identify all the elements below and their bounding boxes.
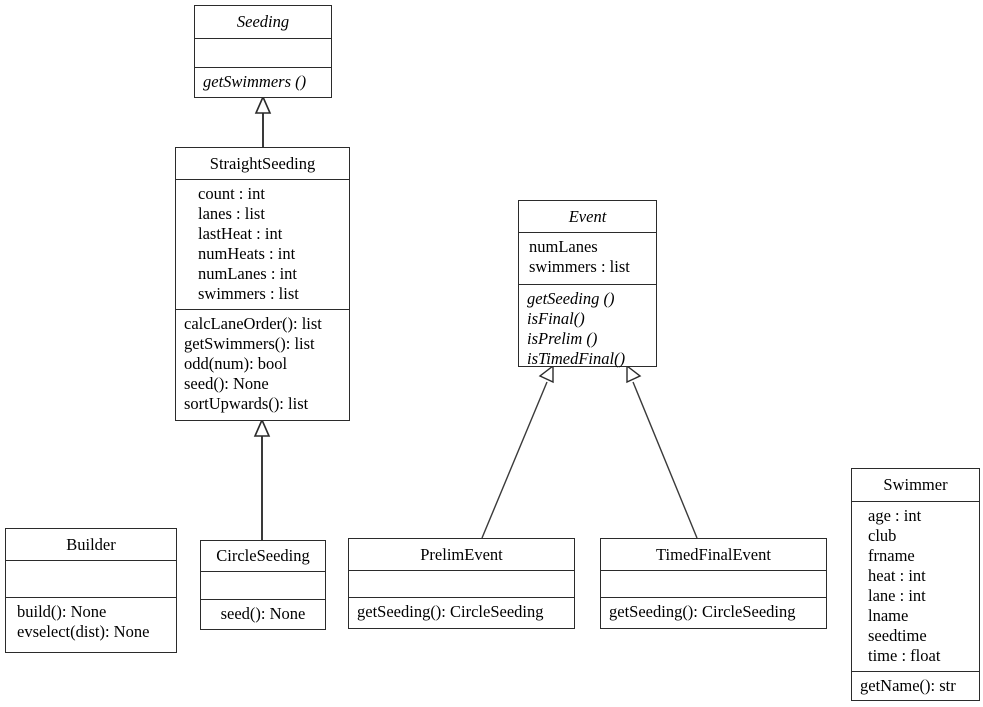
operation-row: getSeeding () — [527, 289, 615, 308]
attribute-row: swimmers : list — [198, 284, 299, 303]
operation-row: isPrelim () — [527, 329, 598, 348]
class-name-label: Event — [568, 206, 607, 226]
hollow-triangle-arrowhead-icon — [254, 95, 272, 114]
operation-row: isTimedFinal() — [527, 349, 626, 368]
class-box-swimmer[interactable]: Swimmer age : int club frname heat : int… — [851, 468, 980, 701]
attribute-row: numHeats : int — [198, 244, 296, 263]
generalization-prelimevent-to-event — [481, 364, 554, 539]
generalization-straightseeding-to-seeding — [254, 95, 272, 147]
class-box-straightseeding[interactable]: StraightSeeding count : int lanes : list… — [175, 147, 350, 421]
generalization-line — [632, 381, 698, 539]
attribute-row: club — [868, 526, 897, 545]
operations-compartment: seed(): None — [201, 599, 325, 629]
operation-row: calcLaneOrder(): list — [184, 314, 322, 333]
operations-compartment: calcLaneOrder(): list getSwimmers(): lis… — [176, 309, 349, 420]
attribute-row: lanes : list — [198, 204, 265, 223]
attributes-compartment — [201, 571, 325, 599]
class-name-compartment: PrelimEvent — [349, 539, 574, 570]
class-name-compartment: Builder — [6, 529, 176, 560]
attribute-row: numLanes : int — [198, 264, 297, 283]
class-name-label: Builder — [66, 534, 116, 554]
attributes-compartment — [349, 570, 574, 597]
attributes-compartment — [195, 38, 331, 67]
class-name-label: Seeding — [236, 12, 290, 31]
attribute-row: age : int — [868, 506, 922, 525]
hollow-triangle-arrowhead-icon — [538, 364, 554, 384]
hollow-triangle-arrowhead-icon — [253, 418, 271, 437]
attribute-row: heat : int — [868, 566, 926, 585]
operation-row: evselect(dist): None — [17, 622, 150, 641]
operations-compartment: getSeeding(): CircleSeeding — [601, 597, 826, 628]
operations-compartment: getName(): str — [852, 671, 979, 702]
operations-compartment: getSeeding(): CircleSeeding — [349, 597, 574, 628]
generalization-line — [481, 381, 548, 539]
class-box-prelimevent[interactable]: PrelimEvent getSeeding(): CircleSeeding — [348, 538, 575, 629]
class-box-builder[interactable]: Builder build(): None evselect(dist): No… — [5, 528, 177, 653]
attributes-compartment: age : int club frname heat : int lane : … — [852, 501, 979, 671]
class-name-label: TimedFinalEvent — [656, 544, 771, 564]
class-name-compartment: TimedFinalEvent — [601, 539, 826, 570]
class-box-timedfinalevent[interactable]: TimedFinalEvent getSeeding(): CircleSeed… — [600, 538, 827, 629]
class-name-compartment: Event — [519, 201, 656, 232]
attribute-row: swimmers : list — [529, 257, 630, 276]
class-name-label: PrelimEvent — [420, 544, 503, 564]
operation-row: seed(): None — [220, 604, 306, 623]
operations-compartment: build(): None evselect(dist): None — [6, 597, 176, 652]
class-box-seeding[interactable]: Seeding getSwimmers () — [194, 5, 332, 98]
attribute-row: seedtime — [868, 626, 927, 645]
hollow-triangle-arrowhead-icon — [626, 364, 642, 384]
operation-row: getSeeding(): CircleSeeding — [357, 602, 544, 621]
attribute-row: lane : int — [868, 586, 926, 605]
attribute-row: count : int — [198, 184, 265, 203]
class-name-compartment: Seeding — [195, 6, 331, 38]
operation-row: odd(num): bool — [184, 354, 288, 373]
operation-row: sortUpwards(): list — [184, 394, 309, 413]
operation-row: getSeeding(): CircleSeeding — [609, 602, 796, 621]
operation-row: getSwimmers(): list — [184, 334, 315, 353]
class-name-label: CircleSeeding — [216, 546, 310, 565]
operation-row: isFinal() — [527, 309, 585, 328]
attribute-row: time : float — [868, 646, 941, 665]
class-name-compartment: StraightSeeding — [176, 148, 349, 179]
attribute-row: frname — [868, 546, 915, 565]
operation-row: getSwimmers () — [203, 72, 307, 91]
attributes-compartment: numLanes swimmers : list — [519, 232, 656, 284]
class-name-label: StraightSeeding — [209, 153, 316, 173]
attributes-compartment: count : int lanes : list lastHeat : int … — [176, 179, 349, 309]
operation-row: seed(): None — [184, 374, 269, 393]
attribute-row: numLanes — [529, 237, 598, 256]
class-name-compartment: Swimmer — [852, 469, 979, 501]
class-name-label: Swimmer — [883, 475, 948, 494]
attributes-compartment — [6, 560, 176, 597]
class-name-compartment: CircleSeeding — [201, 541, 325, 571]
generalization-timedfinalevent-to-event — [626, 364, 698, 539]
attributes-compartment — [601, 570, 826, 597]
operation-row: build(): None — [17, 602, 107, 621]
class-box-circleseeding[interactable]: CircleSeeding seed(): None — [200, 540, 326, 630]
operations-compartment: getSwimmers () — [195, 67, 331, 97]
operations-compartment: getSeeding () isFinal() isPrelim () isTi… — [519, 284, 656, 368]
attribute-row: lname — [868, 606, 909, 625]
generalization-circleseeding-to-straightseeding — [253, 418, 271, 540]
attribute-row: lastHeat : int — [198, 224, 283, 243]
class-box-event[interactable]: Event numLanes swimmers : list getSeedin… — [518, 200, 657, 368]
operation-row: getName(): str — [860, 676, 956, 695]
